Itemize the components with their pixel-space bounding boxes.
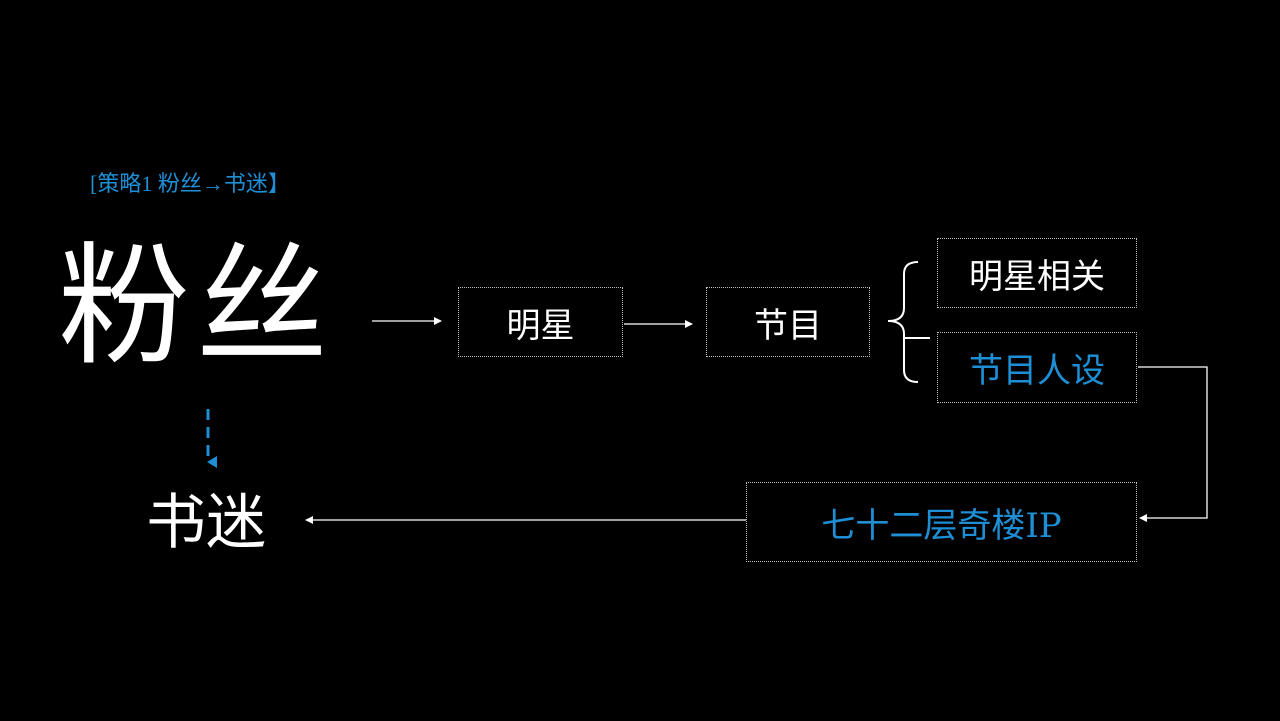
fans-title: 粉丝 (58, 230, 334, 384)
curly-brace (887, 261, 919, 383)
node-star-related: 明星相关 (937, 238, 1137, 308)
arrow-persona-to-ip (1138, 366, 1208, 522)
node-star-related-label: 明星相关 (969, 256, 1105, 297)
node-star-label: 明星 (506, 305, 575, 346)
node-ip: 七十二层奇楼IP (746, 482, 1137, 562)
node-star: 明星 (458, 287, 623, 357)
node-program-persona: 节目人设 (937, 332, 1137, 403)
book-fans-label: 书迷 (146, 488, 266, 558)
node-program: 节目 (706, 287, 870, 357)
node-program-persona-label: 节目人设 (969, 351, 1105, 391)
node-program-label: 节目 (754, 305, 822, 346)
strategy-label: [策略1 粉丝→书迷】 (90, 171, 290, 196)
node-ip-label: 七十二层奇楼IP (821, 505, 1062, 546)
